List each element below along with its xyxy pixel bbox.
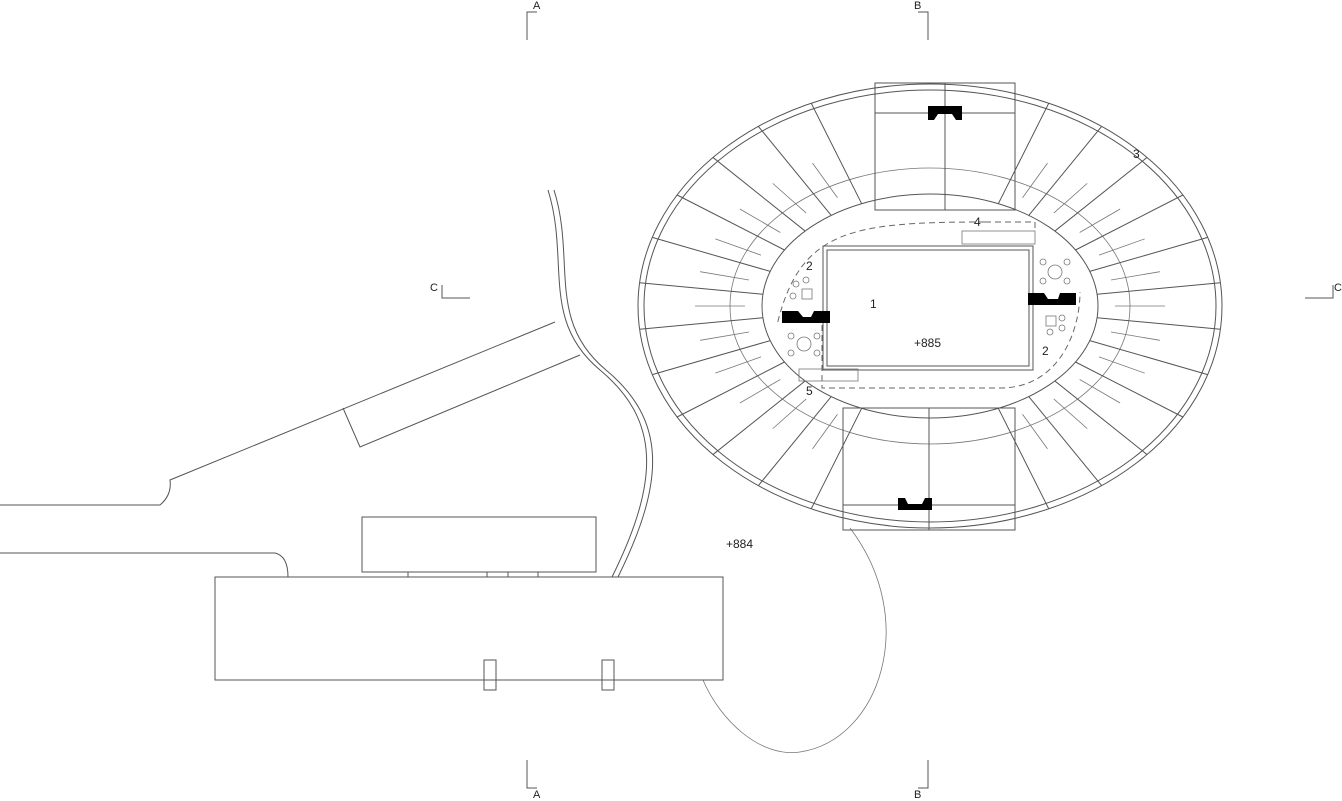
partition (700, 271, 750, 281)
label-lounge-east: 2 (1042, 344, 1049, 358)
partition (772, 398, 807, 429)
room-wall (1054, 380, 1148, 455)
fireplace-west (782, 311, 830, 323)
partition (739, 208, 781, 233)
lounge-furniture (787, 258, 1071, 357)
fireplace-north (928, 106, 962, 120)
label-pool: 1 (870, 297, 877, 311)
partition (1053, 183, 1088, 214)
partition (1110, 331, 1160, 341)
fireplace-south (898, 498, 932, 510)
label-bench-north: 4 (974, 215, 981, 229)
room-wall (997, 102, 1050, 204)
room-wall (1054, 157, 1148, 232)
partition (1022, 162, 1048, 198)
bench-south (798, 368, 859, 382)
section-marker-c-right: C (1334, 282, 1342, 294)
oval-building (637, 82, 1223, 531)
pool (822, 245, 1034, 371)
section-marker-a-bottom: A (533, 789, 541, 801)
label-lounge-west: 2 (806, 259, 813, 273)
room-wall (652, 236, 771, 272)
partition (812, 414, 838, 450)
room-wall (997, 408, 1050, 510)
room-wall (757, 126, 832, 216)
partition (1053, 398, 1088, 429)
room-wall (1075, 361, 1184, 418)
existing-building (214, 516, 724, 691)
partition (1098, 356, 1145, 374)
partition (1079, 379, 1121, 404)
room-wall (810, 408, 863, 510)
partition (772, 183, 807, 214)
courtyard (776, 221, 1081, 389)
label-room: 3 (1133, 147, 1140, 161)
room-wall (1097, 282, 1221, 295)
room-wall (639, 282, 763, 295)
room-wall (1028, 126, 1103, 216)
partition (715, 238, 762, 256)
partition (700, 331, 750, 341)
label-bench-south: 5 (806, 384, 813, 398)
section-marker-b-bottom: B (914, 789, 922, 801)
section-marker-a-top: A (533, 0, 541, 12)
room-wall (1075, 194, 1184, 251)
bench-north (961, 230, 1036, 245)
section-marker-b-top: B (914, 0, 922, 12)
partition (715, 356, 762, 374)
elevation-ground: +884 (726, 537, 754, 551)
site-lines (0, 189, 887, 754)
room-wall (1089, 236, 1208, 272)
partition (1022, 414, 1048, 450)
room-wall (757, 396, 832, 486)
section-marker-c-left: C (430, 282, 438, 294)
partition (1079, 208, 1121, 233)
room-wall (810, 102, 863, 204)
partition (1110, 271, 1160, 281)
room-wall (639, 317, 763, 330)
room-wall (676, 361, 785, 418)
room-wall (676, 194, 785, 251)
room-wall (652, 340, 771, 376)
room-wall (712, 157, 806, 232)
partition (1098, 238, 1145, 256)
partition (812, 162, 838, 198)
room-wall (1028, 396, 1103, 486)
room-wall (1089, 340, 1208, 376)
room-wall (1097, 317, 1221, 330)
elevation-courtyard: +885 (914, 336, 942, 350)
room-wall (712, 380, 806, 455)
section-marks (441, 11, 1334, 789)
partition (739, 379, 781, 404)
